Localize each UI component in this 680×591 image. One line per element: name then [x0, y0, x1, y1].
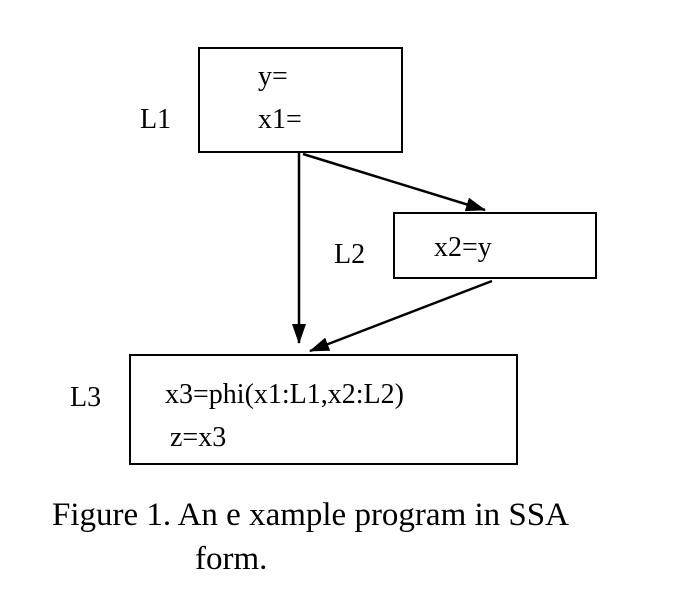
block-l3-label: L3 — [70, 382, 101, 413]
figure-caption-line-2: form. — [195, 541, 268, 577]
block-l1-line-2: x1= — [258, 104, 302, 135]
edge-l1-to-l2 — [302, 152, 486, 212]
figure-caption-line-1: Figure 1. An e xample program in SSA — [52, 497, 569, 533]
block-l2-line-1: x2=y — [434, 232, 492, 263]
block-l2-label: L2 — [334, 239, 365, 270]
block-l1-line-1: y= — [258, 61, 288, 92]
cfg-diagram: L1 y= x1= L2 x2=y L3 x3=phi(x1:L1,x2:L2)… — [70, 47, 597, 465]
block-l3-line-2: z=x3 — [170, 422, 226, 453]
block-l2-box — [393, 212, 597, 279]
block-l2: L2 x2=y — [334, 212, 597, 279]
block-l1: L1 y= x1= — [140, 47, 403, 153]
block-l1-box — [198, 47, 403, 153]
block-l3: L3 x3=phi(x1:L1,x2:L2) z=x3 — [70, 354, 518, 465]
block-l3-box — [129, 354, 518, 465]
edge-l2-to-l3 — [309, 279, 493, 353]
block-l3-line-1: x3=phi(x1:L1,x2:L2) — [165, 379, 404, 410]
block-l1-label: L1 — [140, 104, 171, 135]
